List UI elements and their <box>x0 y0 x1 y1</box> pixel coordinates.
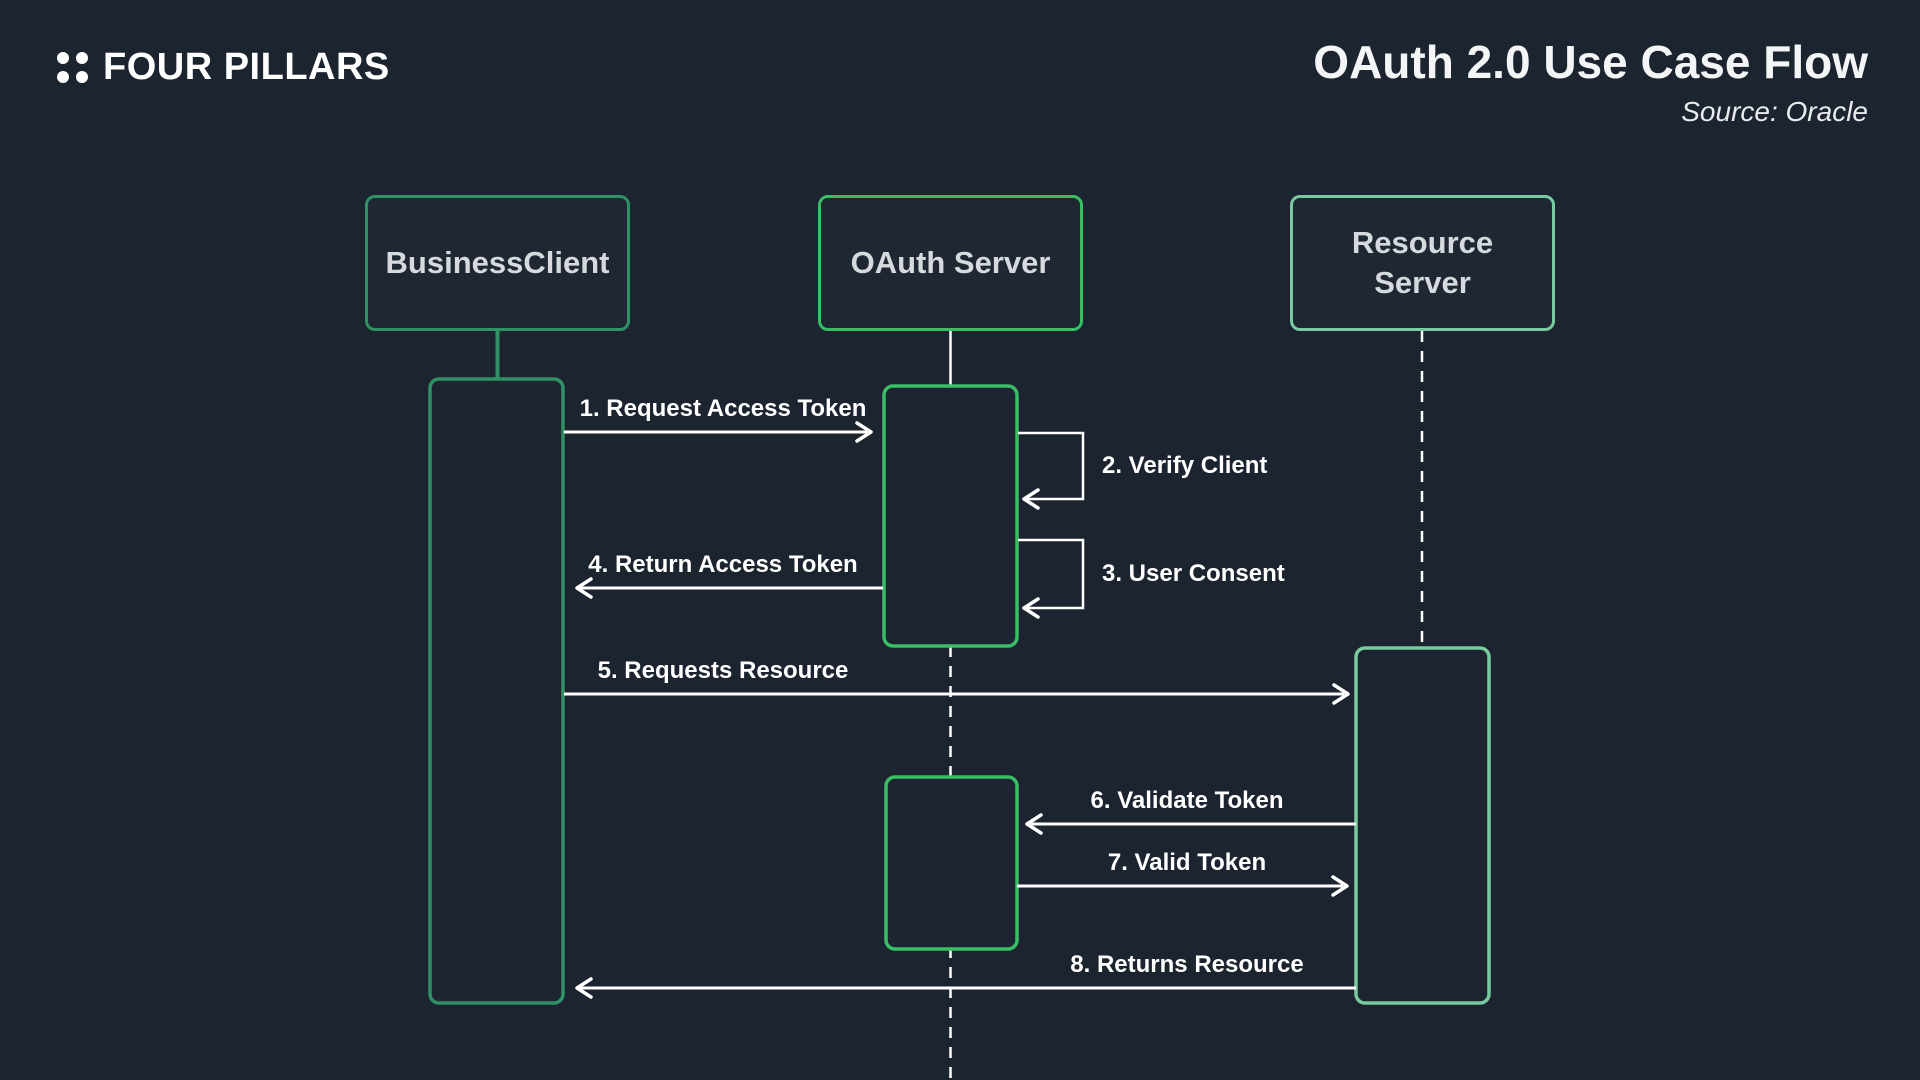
source-caption: Source: Oracle <box>1681 96 1868 127</box>
message-7-arrowhead <box>1331 875 1349 897</box>
message-1-label: 1. Request Access Token <box>579 395 867 422</box>
dot-icon <box>57 52 69 64</box>
message-2-self-loop <box>1018 431 1085 501</box>
message-8-arrowhead <box>575 977 593 999</box>
message-8-label: 8. Returns Resource <box>1070 951 1304 978</box>
title-block: OAuth 2.0 Use Case Flow Source: Oracle <box>1313 36 1868 128</box>
oauth-server-activation-1 <box>882 384 1019 648</box>
oauth-server-activation-2 <box>884 775 1019 951</box>
message-3-label: 3. User Consent <box>1102 560 1285 587</box>
header: FOUR PILLARS OAuth 2.0 Use Case Flow Sou… <box>0 0 1920 160</box>
resource-server-activation <box>1354 646 1491 1005</box>
actor-oauth-server: OAuth Server <box>818 195 1083 331</box>
actor-label: Resource Server <box>1351 225 1494 300</box>
message-7-label: 7. Valid Token <box>1107 849 1267 876</box>
message-5-label: 5. Requests Resource <box>597 657 849 684</box>
actor-label: OAuth Server <box>850 245 1051 280</box>
message-4-arrowhead <box>575 577 593 599</box>
logo-text: FOUR PILLARS <box>103 46 390 88</box>
message-6-label: 6. Validate Token <box>1090 787 1284 814</box>
business-client-activation <box>428 377 565 1005</box>
message-3-arrowhead <box>1022 597 1040 619</box>
actor-resource-server: Resource Server <box>1290 195 1555 331</box>
message-1-arrowhead <box>855 421 873 443</box>
actor-label: BusinessClient <box>385 245 610 280</box>
page-title: OAuth 2.0 Use Case Flow <box>1313 36 1868 88</box>
message-3-self-loop <box>1018 538 1085 610</box>
dot-icon <box>76 52 88 64</box>
message-4-label: 4. Return Access Token <box>588 551 858 578</box>
four-dots-icon <box>57 52 88 83</box>
message-5-arrowhead <box>1332 683 1350 705</box>
message-2-arrowhead <box>1022 488 1040 510</box>
actor-business-client: BusinessClient <box>365 195 630 331</box>
dot-icon <box>76 71 88 83</box>
message-2-label: 2. Verify Client <box>1102 452 1268 479</box>
message-6-arrowhead <box>1025 813 1043 835</box>
dot-icon <box>57 71 69 83</box>
logo: FOUR PILLARS <box>57 46 390 89</box>
